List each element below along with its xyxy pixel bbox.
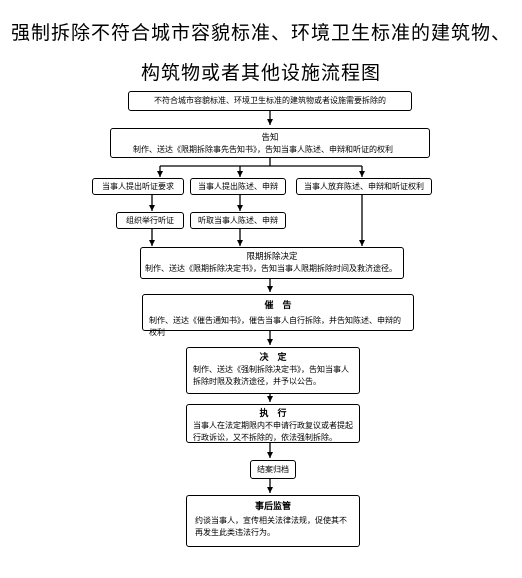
step-urge-title: 催 告 (264, 301, 292, 311)
step-urge-text: 制作、送达《催告通知书》，催告当事人自行拆除，并告知陈述、申辩的权利 (149, 316, 401, 337)
step-deadline-decision-title: 限期拆除决定 (246, 252, 298, 262)
step-execute: 执 行 当事人在法定期限内不申请行政复议或者提起行政诉讼，又不拆除的，依法强制拆… (186, 404, 360, 443)
step-start: 不符合城市容貌标准、环境卫生标准的建筑物或者设施需要拆除的 (128, 91, 412, 111)
step-hearing-request-label: 当事人提出听证要求 (102, 182, 174, 191)
step-decision-text: 制作、送达《强制拆除决定书》，告知当事人拆除时限及救济途径，并予以公告。 (193, 365, 349, 386)
step-listen: 听取当事人陈述、申辩 (190, 212, 286, 229)
step-supervision: 事后监管 约谈当事人，宣传相关法律法规，促使其不再发生此类违法行为。 (186, 495, 360, 547)
step-notice-text: 制作、送达《限期拆除事先告知书》，告知当事人陈述、申辩和听证的权利 (133, 145, 393, 154)
step-start-label: 不符合城市容貌标准、环境卫生标准的建筑物或者设施需要拆除的 (154, 96, 386, 105)
step-listen-label: 听取当事人陈述、申辩 (198, 216, 278, 225)
step-notice: 告知 制作、送达《限期拆除事先告知书》，告知当事人陈述、申辩和听证的权利 (110, 128, 430, 158)
step-statement-label: 当事人提出陈述、申辩 (198, 182, 278, 191)
page-title: 强制拆除不符合城市容貌标准、环境卫生标准的建筑物、 (10, 22, 511, 44)
step-organize-hearing-label: 组织举行听证 (126, 216, 174, 225)
step-waive: 当事人放弃陈述、申辩和听证权利 (296, 178, 432, 195)
step-statement: 当事人提出陈述、申辩 (190, 178, 286, 195)
step-decision-title: 决 定 (259, 353, 287, 363)
step-archive-label: 结案归档 (257, 465, 289, 474)
step-decision: 决 定 制作、送达《强制拆除决定书》，告知当事人拆除时限及救济途径，并予以公告。 (186, 347, 360, 394)
step-archive: 结案归档 (250, 460, 296, 479)
step-supervision-title: 事后监管 (254, 502, 291, 512)
step-deadline-decision-text: 制作、送达《限期拆除决定书》，告知当事人限期拆除时间及救济途径。 (145, 264, 397, 273)
step-waive-label: 当事人放弃陈述、申辩和听证权利 (304, 182, 424, 191)
step-organize-hearing: 组织举行听证 (116, 212, 184, 229)
step-supervision-text: 约谈当事人，宣传相关法律法规，促使其不再发生此类违法行为。 (195, 516, 347, 537)
step-execute-text: 当事人在法定期限内不申请行政复议或者提起行政诉讼，又不拆除的，依法强制拆除。 (193, 421, 353, 442)
step-notice-title: 告知 (261, 133, 279, 143)
step-hearing-request: 当事人提出听证要求 (92, 178, 184, 195)
page-subtitle: 构筑物或者其他设施流程图 (140, 62, 381, 84)
step-execute-title: 执 行 (259, 409, 287, 419)
step-deadline-decision: 限期拆除决定 制作、送达《限期拆除决定书》，告知当事人限期拆除时间及救济途径。 (140, 247, 404, 279)
step-urge: 催 告 制作、送达《催告通知书》，催告当事人自行拆除，并告知陈述、申辩的权利 (142, 294, 414, 337)
